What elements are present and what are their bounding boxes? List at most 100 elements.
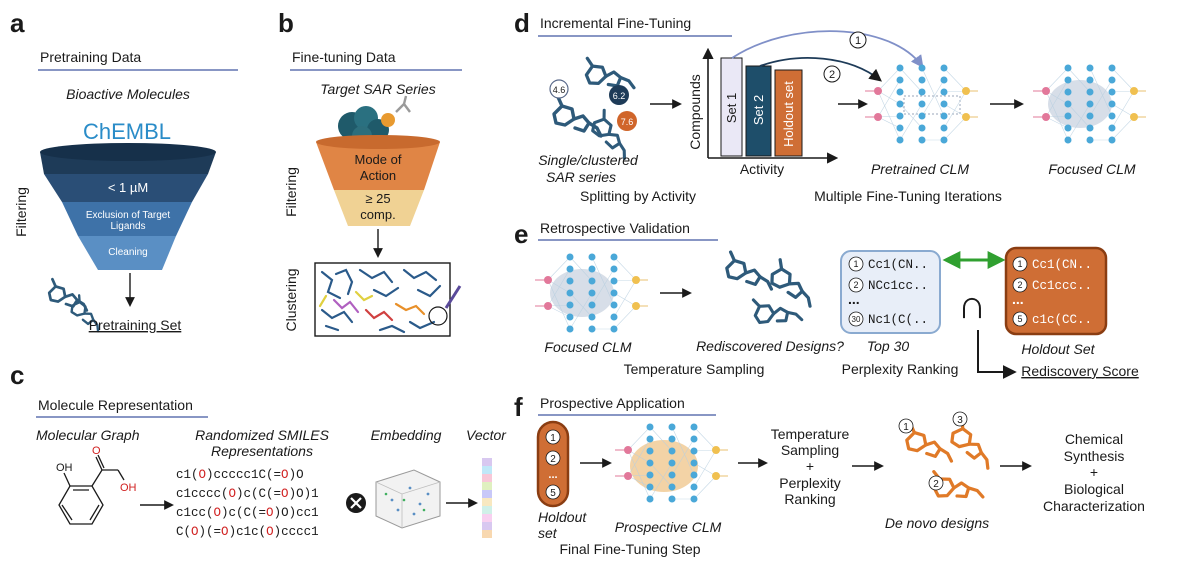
vector-cell <box>482 490 492 498</box>
top30-smiles-30: Nc1(C(.. <box>868 313 928 327</box>
iteration-1-arrow <box>731 30 924 69</box>
prospective-clm-label: Prospective CLM <box>615 519 722 535</box>
synthesis-line-4: Biological <box>1064 481 1124 497</box>
holdout-smiles-2: Cc1ccc.. <box>1032 279 1092 293</box>
panel-f: f Prospective Application 1 2 ... 5 Hold… <box>514 392 1145 557</box>
step-marker-1-text: 1 <box>855 35 861 47</box>
head-molecular-graph: Molecular Graph <box>36 427 140 443</box>
holdout-pill-items: 1 2 ... 5 <box>545 429 561 500</box>
panel-f-letter: f <box>514 392 523 422</box>
vector-cell <box>482 514 492 522</box>
top30-rank-2: 2 <box>853 280 858 290</box>
panel-d-title: Incremental Fine-Tuning <box>540 15 691 31</box>
cluster-highlight <box>428 306 448 326</box>
funnel-level-3: Cleaning <box>108 247 147 258</box>
vector-cell <box>482 530 492 538</box>
head-randomized-smiles: Randomized SMILES <box>195 427 330 443</box>
neural-network-icon <box>534 253 649 333</box>
funnel-level-1: < 1 µM <box>108 180 148 195</box>
chembl-logo-text: ChEMBL <box>83 119 171 144</box>
panel-a: a Pretraining Data Bioactive Molecules C… <box>10 8 238 333</box>
panel-a-title: Pretraining Data <box>40 49 141 65</box>
design-marker-3-text: 3 <box>957 415 963 426</box>
process-line-3: + <box>806 458 814 474</box>
intersection-symbol: ∩ <box>958 283 987 327</box>
design-marker-3 <box>952 411 968 427</box>
holdout-caption-1: Holdout <box>538 509 587 525</box>
holdout-rank-5: 5 <box>1017 314 1022 324</box>
process-line-1: Temperature <box>771 426 850 442</box>
score-badge-2: 6.2 <box>613 91 626 101</box>
bar-holdout <box>774 69 803 157</box>
design-marker-1-text: 1 <box>903 422 909 433</box>
bar-label-set-2: Set 2 <box>751 95 766 125</box>
head-vector: Vector <box>466 427 507 443</box>
molecule-icon <box>552 49 641 161</box>
score-badge-3: 7.6 <box>621 117 634 127</box>
top30-box <box>840 250 941 334</box>
temperature-sampling-label: Temperature Sampling <box>624 361 765 377</box>
head-representations: Representations <box>211 443 313 459</box>
smiles-line-3: c1cc(O)c(C(=O)O)cc1 <box>176 506 319 520</box>
neural-network-icon <box>864 64 979 144</box>
funnel-icon <box>40 143 216 270</box>
holdout-set-label: Holdout Set <box>1021 341 1095 357</box>
top30-rank-1: 1 <box>853 259 858 269</box>
holdout-set-box <box>1004 246 1108 336</box>
series-caption-2: SAR series <box>546 169 616 185</box>
pill-item-1: 1 <box>550 433 556 444</box>
atom-oh-2: OH <box>120 482 137 494</box>
panel-a-letter: a <box>10 8 25 38</box>
bar-set-1 <box>720 57 743 157</box>
panel-f-title: Prospective Application <box>540 395 685 411</box>
bar-label-set-1: Set 1 <box>724 93 739 123</box>
funnel-b-level-2b: comp. <box>360 207 395 222</box>
x-axis-label: Activity <box>740 161 784 177</box>
top30-smiles-1: Cc1(CN.. <box>868 258 928 272</box>
design-marker-2-text: 2 <box>933 479 939 490</box>
design-marker-2 <box>928 475 944 491</box>
split-caption: Splitting by Activity <box>580 188 696 204</box>
cluster-graph-icon <box>318 268 442 334</box>
filtering-label: Filtering <box>13 187 29 237</box>
head-embedding: Embedding <box>371 427 442 443</box>
process-line-5: Ranking <box>784 491 835 507</box>
de-novo-designs-label: De novo designs <box>885 515 989 531</box>
pretrained-clm-label: Pretrained CLM <box>871 161 969 177</box>
pen-icon <box>444 285 462 309</box>
atom-o: O <box>92 445 101 457</box>
funnel-level-2a: Exclusion of Target <box>86 210 171 221</box>
molecule-icon <box>905 416 1003 511</box>
synthesis-line-1: Chemical <box>1065 431 1123 447</box>
funnel-b-level-1a: Mode of <box>355 152 402 167</box>
synthesis-line-2: Synthesis <box>1064 448 1125 464</box>
panel-d-letter: d <box>514 8 530 38</box>
top30-list: 1 Cc1(CN.. 2 NCc1cc.. ... 30 Nc1(C(.. <box>848 256 928 327</box>
panel-c-letter: c <box>10 360 24 390</box>
rediscovery-score-label: Rediscovery Score <box>1021 363 1139 379</box>
panel-c: c Molecule Representation Molecular Grap… <box>10 360 507 539</box>
pill-item-2: 2 <box>550 454 556 465</box>
vector-cell <box>482 506 492 514</box>
pill-item-5: 5 <box>550 488 556 499</box>
top30-rank-30: 30 <box>852 315 861 324</box>
panel-d: d Incremental Fine-Tuning 4.6 6.2 7.6 Si… <box>514 8 1147 204</box>
holdout-caption-2: set <box>538 525 558 541</box>
b-clustering-label: Clustering <box>283 268 299 331</box>
pill-ellipsis: ... <box>548 469 557 481</box>
holdout-smiles-1: Cc1(CN.. <box>1032 258 1092 272</box>
bar-set-2 <box>745 65 772 157</box>
e-focused-clm-label: Focused CLM <box>544 339 631 355</box>
tensor-product-icon <box>346 493 366 513</box>
panel-b-letter: b <box>278 8 294 38</box>
activity-score-badges <box>549 79 637 131</box>
process-line-4: Perplexity <box>779 475 840 491</box>
holdout-ellipsis: ... <box>1012 291 1024 307</box>
step-marker-2-text: 2 <box>829 69 835 81</box>
step-marker-2 <box>823 65 841 83</box>
vector-cell <box>482 474 492 482</box>
focused-clm-label: Focused CLM <box>1048 161 1135 177</box>
design-marker-1 <box>898 418 914 434</box>
